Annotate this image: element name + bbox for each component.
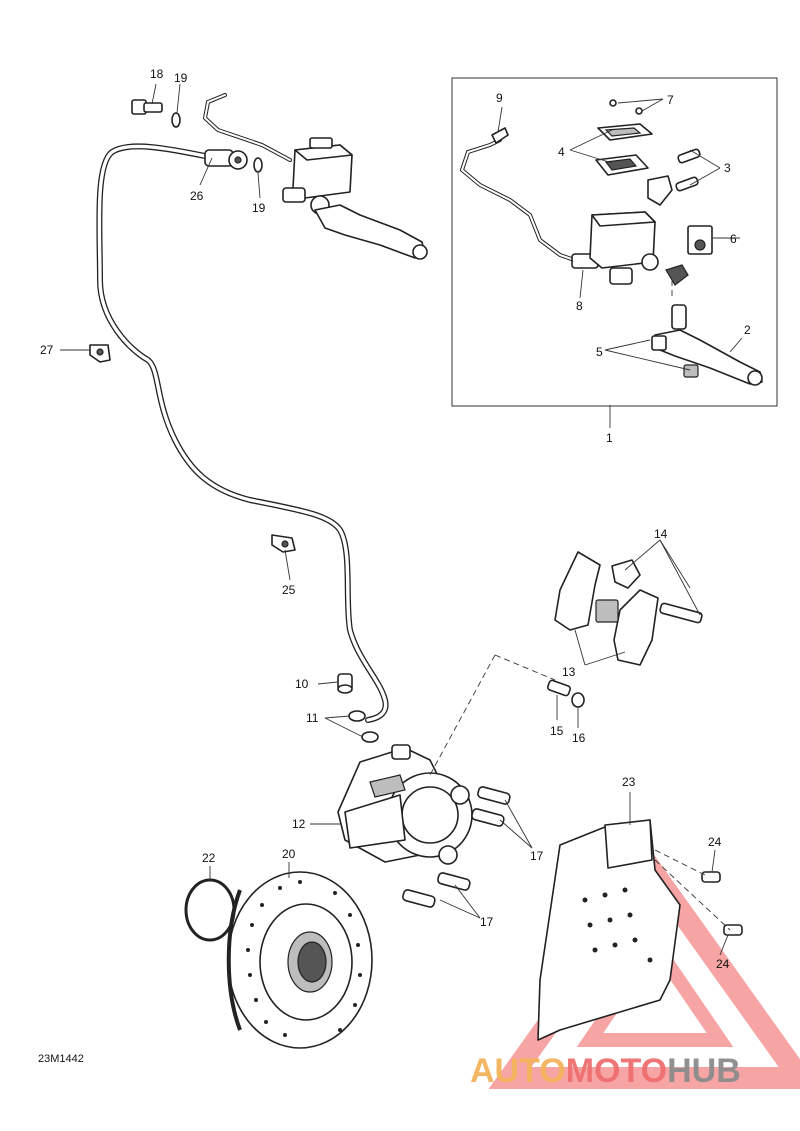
callout-20: 20: [282, 847, 296, 861]
sealing-washer-11-top: [348, 710, 366, 722]
callout-25: 25: [282, 583, 296, 597]
callout-16: 16: [572, 731, 586, 745]
bleeder-cap-16: [571, 692, 585, 708]
callout-17-lower: 17: [480, 915, 494, 929]
brake-disc-20: [226, 871, 373, 1049]
watermark-auto: AUTO: [470, 1052, 566, 1090]
heat-shield-23: [537, 819, 681, 1041]
banjo-bolt-18: [131, 99, 163, 115]
hose-clip-25: [271, 534, 296, 553]
brake-caliper-12: [337, 744, 473, 865]
callout-15: 15: [550, 724, 564, 738]
o-ring-22: [184, 878, 236, 942]
hose-banjo-fitting-top: [204, 149, 248, 170]
callout-4: 4: [558, 145, 565, 159]
watermark-hub: HUB: [667, 1052, 741, 1090]
callout-6: 6: [730, 232, 737, 246]
svg-text:AUTOMOTOHUB: AUTOMOTOHUB: [470, 1052, 741, 1090]
sealing-washer-11-bottom: [361, 731, 379, 743]
screw-24-lower: [723, 924, 743, 936]
callout-8: 8: [576, 299, 583, 313]
watermark-moto: MOTO: [566, 1052, 667, 1090]
drawing-code: 23M1442: [38, 1053, 84, 1065]
brake-hose: [96, 143, 389, 723]
kit-1-box: [451, 77, 778, 407]
callout-19-top: 19: [174, 71, 188, 85]
callout-23: 23: [622, 775, 636, 789]
callout-1: 1: [606, 431, 613, 445]
screw-24-upper: [701, 871, 721, 883]
caliper-bolts-17-upper: [471, 786, 511, 827]
callout-7: 7: [667, 93, 674, 107]
callout-14: 14: [654, 527, 668, 541]
bleeder-screw-15: [546, 679, 572, 697]
watermark-text: AUTOMOTOHUB: [470, 1052, 741, 1090]
callout-12: 12: [292, 817, 306, 831]
callout-5: 5: [596, 345, 603, 359]
callout-26: 26: [190, 189, 204, 203]
callout-27: 27: [40, 343, 54, 357]
callout-10: 10: [295, 677, 309, 691]
callout-13: 13: [562, 665, 576, 679]
callout-3: 3: [724, 161, 731, 175]
callout-17-upper: 17: [530, 849, 544, 863]
caliper-bolts-17-lower: [402, 872, 471, 908]
callout-19-lower: 19: [252, 201, 266, 215]
sealing-washer-19-top: [171, 112, 181, 128]
callout-18: 18: [150, 67, 164, 81]
callout-2: 2: [744, 323, 751, 337]
leader-lines: [60, 83, 743, 956]
brake-pads: [554, 551, 703, 666]
callout-22: 22: [202, 851, 216, 865]
callout-11: 11: [306, 711, 319, 725]
kit-master-cylinder: [459, 99, 763, 386]
banjo-bolt-10: [337, 673, 353, 694]
hose-clip-27: [89, 344, 111, 363]
callout-numbers: 18 19 26 19 27 25 9 7 4 3 6 8 2 5 1 14 1…: [40, 67, 751, 971]
sealing-washer-19-lower: [253, 157, 263, 173]
master-cylinder-top: [202, 93, 428, 260]
assembly-lines: [429, 280, 731, 931]
callout-24-upper: 24: [708, 835, 722, 849]
callout-9: 9: [496, 91, 503, 105]
callout-24-lower: 24: [716, 957, 730, 971]
